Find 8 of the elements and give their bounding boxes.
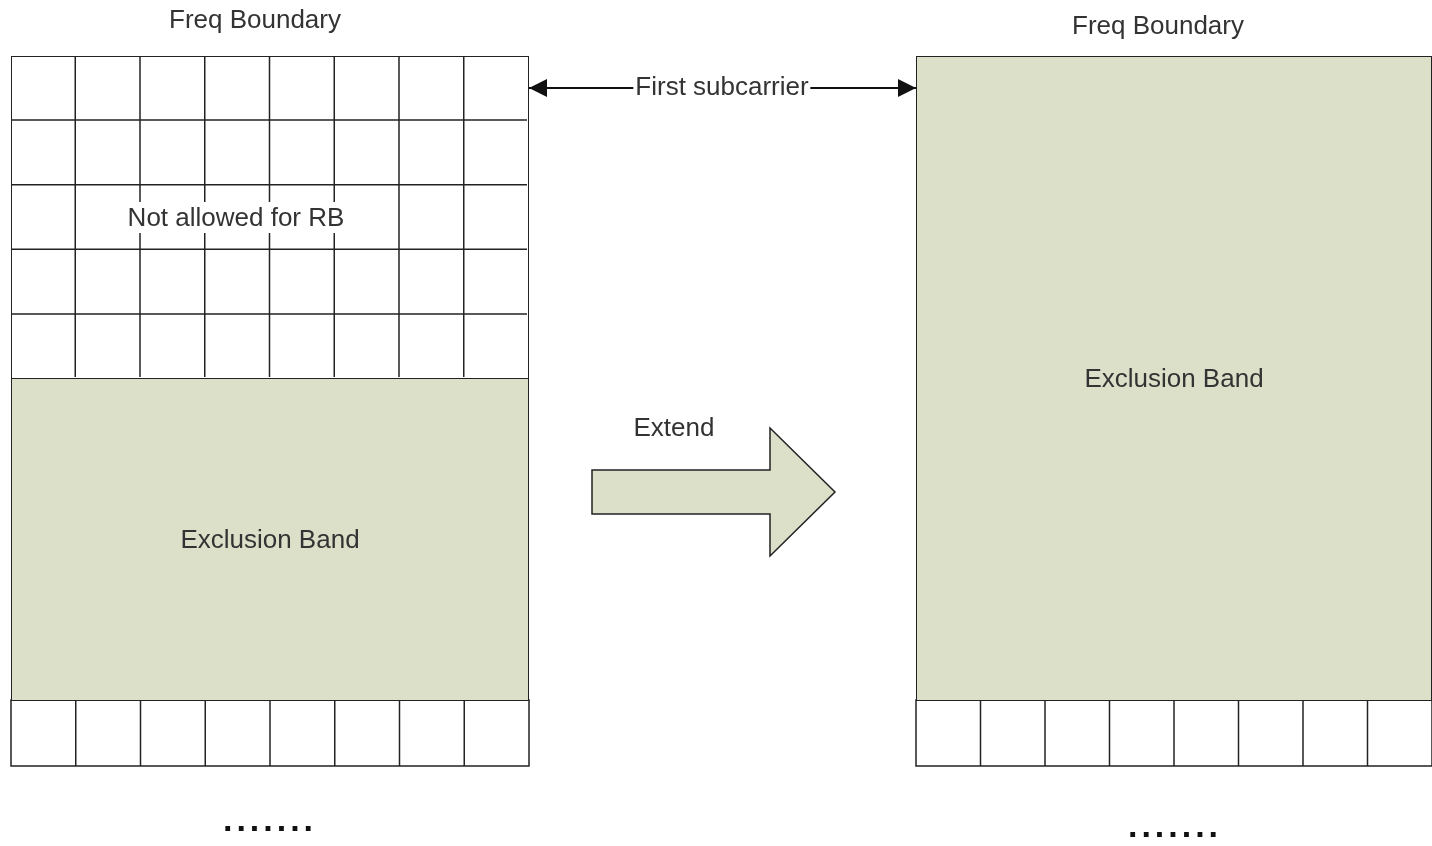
- block-arrow: [591, 426, 837, 558]
- boundary-label: Freq Boundary: [1072, 10, 1244, 41]
- ellipsis: .......: [222, 800, 318, 839]
- exclusion-band: [916, 56, 1432, 701]
- exclusion-band: [11, 378, 529, 701]
- ellipsis: .......: [1127, 806, 1223, 845]
- boundary-label: Freq Boundary: [169, 4, 341, 35]
- arrow-label: Extend: [633, 412, 715, 443]
